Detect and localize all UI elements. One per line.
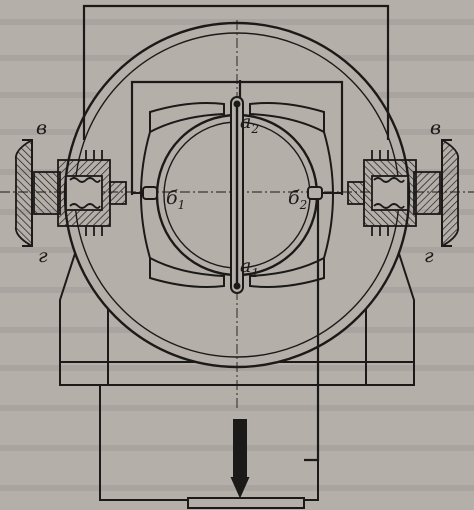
label-g-left: г — [38, 245, 48, 267]
label-v-right: в — [430, 117, 441, 139]
right-bearing-assembly — [347, 139, 460, 247]
brush-contacts — [132, 186, 342, 200]
pole-pieces — [140, 102, 334, 288]
label-a2: а2 — [240, 111, 259, 136]
left-bearing-assembly — [14, 139, 127, 247]
label-a1: а1 — [240, 255, 259, 280]
label-b1: б1 — [166, 187, 185, 212]
label-v-left: в — [36, 117, 47, 139]
bottom-terminal — [99, 385, 319, 509]
label-b2: б2 — [288, 187, 307, 212]
top-frame — [82, 4, 390, 140]
rotor-conductor — [230, 96, 244, 294]
label-g-right: г — [424, 245, 434, 267]
diagram-labels: а2 а1 б1 б2 в в г г — [36, 111, 441, 280]
